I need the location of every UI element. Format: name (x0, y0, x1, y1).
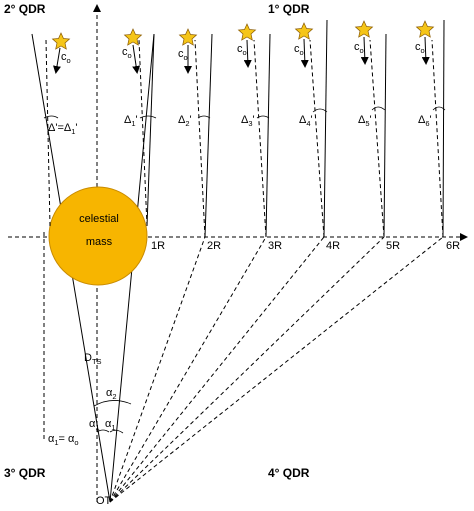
co-labels: co co co co co co co (61, 41, 425, 65)
column-6r (431, 19, 445, 238)
star-icon (237, 23, 257, 41)
quadrant-2-label: 2° QDR (4, 2, 46, 16)
radius-label-1r: 1R (151, 240, 165, 252)
position-columns (146, 19, 445, 238)
right-inner-dashed (138, 39, 148, 227)
ray-5r (109, 236, 385, 503)
star-arrows (53, 36, 430, 74)
delta-label-4: Δ4' (299, 114, 313, 128)
co-label: co (61, 51, 71, 65)
radius-label-6r: 6R (446, 240, 460, 252)
delta-label-1: Δ1' (124, 114, 138, 128)
column-1r (146, 33, 155, 227)
quadrant-4-label: 4° QDR (268, 466, 310, 480)
ray-3r (109, 236, 267, 503)
radius-label-3r: 3R (268, 240, 282, 252)
body-label-line1: celestial (79, 213, 119, 225)
distance-label: DTS (84, 352, 102, 366)
radius-label-4r: 4R (326, 240, 340, 252)
delta-labels: Δ1' Δ2' Δ3' Δ4' Δ5' Δ6' (124, 114, 432, 128)
star-icon (294, 22, 314, 40)
celestial-mass (48, 186, 148, 286)
delta-label-5: Δ5' (358, 114, 372, 128)
alpha-equality-label: α1= αo (48, 433, 79, 447)
quadrant-1-label: 1° QDR (268, 2, 310, 16)
star-icon (178, 28, 198, 46)
co-label: co (294, 43, 304, 57)
star-icon (123, 28, 143, 46)
quadrant-3-label: 3° QDR (4, 466, 46, 480)
ray-4r (109, 236, 325, 503)
left-inner-dashed (45, 39, 51, 227)
alpha1-left-label: α1 (89, 418, 100, 432)
co-label: co (122, 46, 132, 60)
observer-rays (109, 236, 444, 503)
co-label: co (354, 41, 364, 55)
delta-arcs (43, 106, 446, 119)
radius-label-2r: 2R (207, 240, 221, 252)
co-label: co (237, 43, 247, 57)
delta-label-3: Δ3' (241, 114, 255, 128)
radius-label-5r: 5R (386, 240, 400, 252)
body-label-line2: mass (86, 236, 113, 248)
co-label: co (178, 48, 188, 62)
alpha1-right-label: α1 (105, 418, 116, 432)
delta-label-2: Δ2' (178, 114, 192, 128)
column-4r (309, 19, 328, 238)
delta-main-label: Δ'=Δ1' (48, 122, 78, 136)
column-3r (253, 33, 271, 238)
radius-labels: 1R 2R 3R 4R 5R 6R (151, 240, 460, 252)
star-icon (51, 32, 71, 50)
delta-label-6: Δ6' (418, 114, 432, 128)
star-icon (354, 20, 374, 38)
observer-label: OT (96, 495, 112, 506)
ray-6r (109, 236, 444, 503)
alpha-arcs (93, 400, 132, 434)
column-5r (369, 33, 387, 238)
ray-2r (109, 236, 206, 503)
alpha2-label: α2 (106, 387, 117, 401)
co-label: co (415, 41, 425, 55)
stars (51, 20, 435, 50)
star-icon (415, 20, 435, 38)
column-2r (194, 33, 213, 238)
